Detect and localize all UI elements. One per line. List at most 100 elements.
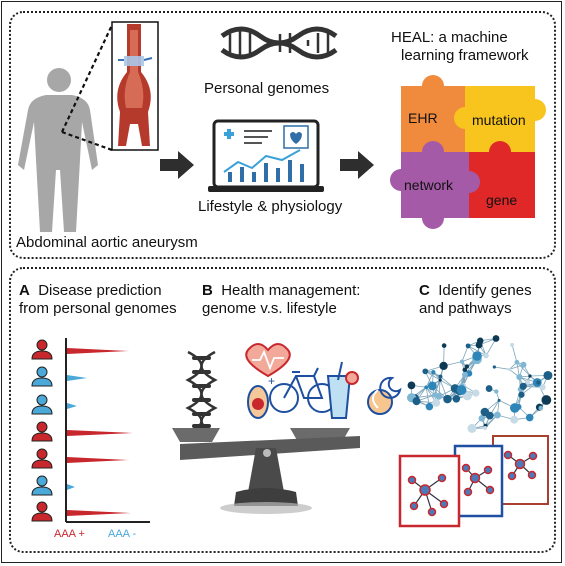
network-node xyxy=(516,374,523,381)
network-node xyxy=(483,425,488,430)
risk-spike xyxy=(67,348,129,354)
network-node xyxy=(485,385,493,392)
network-node xyxy=(515,403,522,410)
dna-icon xyxy=(220,26,338,60)
svg-text:+: + xyxy=(268,374,275,388)
callout-line xyxy=(61,130,113,152)
network-node xyxy=(510,342,515,347)
heal-title-line1: HEAL: a machine xyxy=(391,29,508,46)
person-icon xyxy=(31,366,53,387)
human-silhouette-icon xyxy=(18,68,98,232)
network-node xyxy=(465,343,471,349)
network-node xyxy=(520,361,527,368)
network-node xyxy=(472,389,480,397)
network-node xyxy=(536,380,541,385)
puzzle-label-network: network xyxy=(404,177,454,193)
arrow-right-icon xyxy=(160,151,194,179)
panel-a-line1: Disease prediction xyxy=(38,282,162,299)
panel-b-letter: B xyxy=(202,282,213,299)
aorta-aneurysm-icon xyxy=(111,21,159,151)
network-node xyxy=(539,384,546,391)
panel-b-line2: genome v.s. lifestyle xyxy=(202,300,337,317)
network-node xyxy=(464,364,470,369)
person-icon xyxy=(31,501,53,522)
network-node xyxy=(439,361,448,371)
heal-title-line2: learning framework xyxy=(401,47,529,64)
top-panel xyxy=(9,11,556,259)
risk-spike xyxy=(67,457,129,463)
puzzle-label-gene: gene xyxy=(486,192,518,208)
network-node xyxy=(483,352,489,359)
pathway-boxes xyxy=(398,435,549,528)
panel-a-chart xyxy=(65,338,150,523)
network-node xyxy=(541,395,552,405)
network-node xyxy=(543,370,553,381)
puzzle-label-mutation: mutation xyxy=(472,112,526,128)
lifestyle-icons: + xyxy=(245,343,402,419)
network-node xyxy=(427,381,437,391)
network-node xyxy=(492,365,496,369)
network-node xyxy=(538,405,544,411)
heal-puzzle-icon xyxy=(390,75,546,229)
network-node xyxy=(462,371,468,378)
network-node xyxy=(478,414,486,422)
network-node xyxy=(459,359,465,364)
network-node xyxy=(462,367,468,373)
person-icon xyxy=(31,421,53,442)
network-node xyxy=(493,411,501,419)
risk-spike xyxy=(67,510,131,516)
puzzle-gene xyxy=(469,152,535,218)
panel-c-line1: Identify genes xyxy=(438,282,532,299)
network-node xyxy=(525,413,534,422)
network-node xyxy=(435,392,443,400)
network-node xyxy=(438,374,443,379)
network-node xyxy=(514,359,520,365)
network-node xyxy=(456,385,467,395)
callout-line xyxy=(61,24,113,133)
network-node xyxy=(412,397,421,406)
aaa-label: Abdominal aortic aneurysm xyxy=(16,234,198,251)
panel-c-title: C Identify genes xyxy=(419,282,532,299)
network-node xyxy=(407,381,416,390)
risk-spike xyxy=(67,430,133,436)
network-node xyxy=(494,389,499,394)
panel-a-letter: A xyxy=(19,282,30,299)
risk-spike xyxy=(67,403,77,409)
network-node xyxy=(441,343,447,348)
panel-c-letter: C xyxy=(419,282,430,299)
network-node xyxy=(432,398,441,407)
network-node xyxy=(492,335,500,342)
network-node xyxy=(438,378,442,382)
arrow-right-icon xyxy=(340,151,374,179)
panel-a-title: A Disease prediction xyxy=(19,282,162,299)
person-icon xyxy=(31,475,53,496)
network-node xyxy=(480,407,490,417)
network-node xyxy=(424,385,429,390)
network-node xyxy=(452,394,461,403)
puzzle-network xyxy=(401,152,469,218)
panel-c-line2: and pathways xyxy=(419,300,512,317)
network-node xyxy=(507,367,512,371)
person-icon xyxy=(31,394,53,415)
network-node xyxy=(525,379,531,385)
gene-network-nodes xyxy=(406,335,553,433)
network-node xyxy=(510,415,519,424)
panel-b-title: B Health management: xyxy=(202,282,360,299)
person-icons xyxy=(31,339,53,522)
risk-spike xyxy=(67,484,75,490)
person-icon xyxy=(31,339,53,360)
network-node xyxy=(519,382,527,390)
network-node xyxy=(476,337,484,345)
network-node xyxy=(431,369,436,375)
puzzle-label-ehr: EHR xyxy=(408,110,438,126)
panel-a-line2: from personal genomes xyxy=(19,300,177,317)
network-node xyxy=(528,374,532,378)
network-node xyxy=(443,394,452,404)
risk-spike xyxy=(67,375,87,381)
network-node xyxy=(497,398,501,402)
network-node xyxy=(422,368,429,375)
person-icon xyxy=(31,448,53,469)
dna-helix-icon xyxy=(185,350,218,434)
